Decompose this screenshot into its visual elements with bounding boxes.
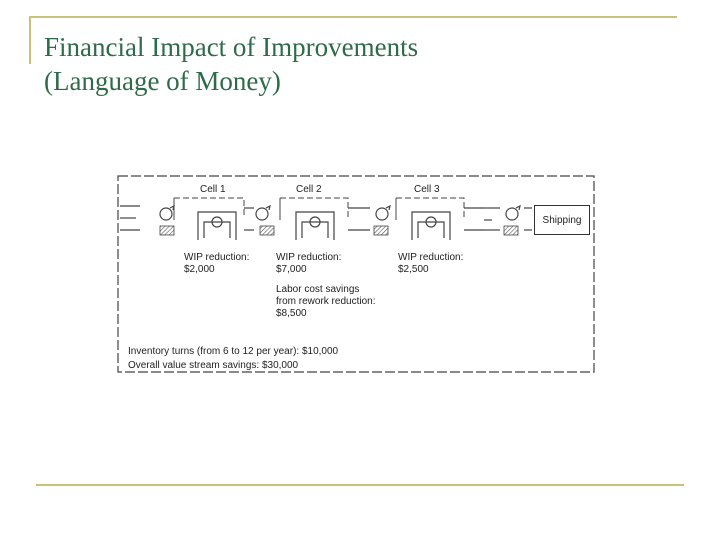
cell-3-wip-label: WIP reduction: bbox=[398, 252, 464, 263]
slide-title: Financial Impact of Improvements (Langua… bbox=[44, 30, 418, 98]
left-rule bbox=[29, 16, 31, 64]
shipping-label: Shipping bbox=[542, 214, 582, 226]
machine-icons bbox=[197, 211, 451, 240]
cell-2-label: Cell 2 bbox=[296, 184, 322, 195]
inventory-icons bbox=[159, 225, 519, 236]
labor-savings-value: $8,500 bbox=[276, 308, 307, 319]
inventory-turns-text: Inventory turns (from 6 to 12 per year):… bbox=[128, 346, 339, 357]
cell-2-wip-label: WIP reduction: bbox=[276, 252, 342, 263]
buffer-icons bbox=[159, 204, 521, 221]
cell-1-wip-value: $2,000 bbox=[184, 264, 215, 275]
labor-savings-line-2: from rework reduction: bbox=[276, 296, 376, 307]
title-line-2: (Language of Money) bbox=[44, 66, 281, 96]
value-stream-figure: Cell 1 Cell 2 Cell 3 Shipping WIP reduct… bbox=[112, 160, 600, 380]
cell-1-wip-label: WIP reduction: bbox=[184, 252, 250, 263]
cell-connectors bbox=[244, 207, 532, 231]
outer-frame bbox=[117, 175, 595, 373]
top-rule bbox=[30, 16, 677, 18]
value-stream-drawing bbox=[117, 175, 595, 373]
cell-3-label: Cell 3 bbox=[414, 184, 440, 195]
cell-3-wip-value: $2,500 bbox=[398, 264, 429, 275]
cell-frames bbox=[173, 197, 465, 220]
bottom-rule bbox=[36, 484, 684, 486]
cell-2-wip-value: $7,000 bbox=[276, 264, 307, 275]
shipping-box: Shipping bbox=[534, 205, 590, 235]
cell-1-label: Cell 1 bbox=[200, 184, 226, 195]
title-line-1: Financial Impact of Improvements bbox=[44, 32, 419, 62]
entry-bracket bbox=[120, 205, 140, 231]
labor-savings-line-1: Labor cost savings bbox=[276, 284, 360, 295]
overall-savings-text: Overall value stream savings: $30,000 bbox=[128, 360, 299, 371]
